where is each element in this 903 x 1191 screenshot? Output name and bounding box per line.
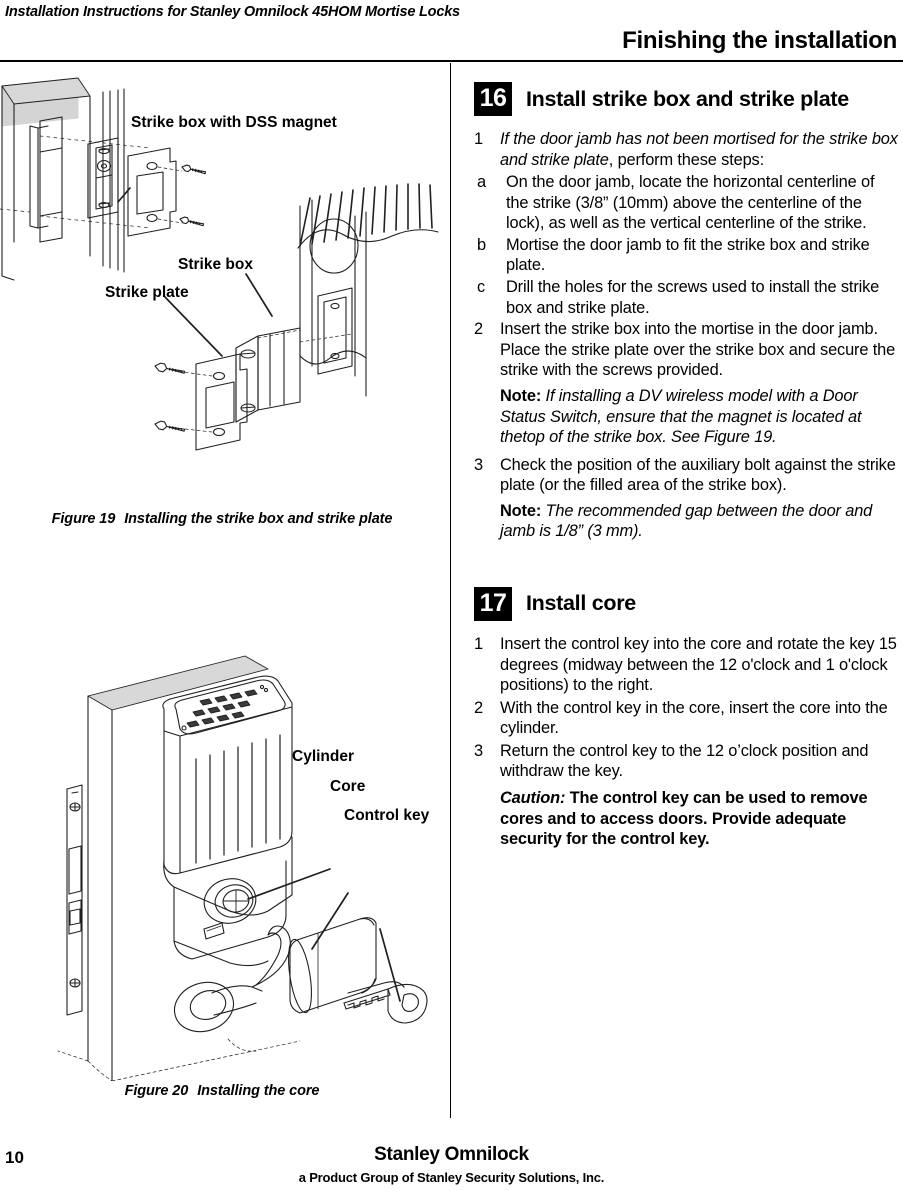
step-item: 3 Return the control key to the 12 o’clo… bbox=[474, 741, 899, 782]
section-16-number-badge: 16 bbox=[474, 82, 512, 116]
caution-text: The control key can be used to remove co… bbox=[500, 789, 868, 849]
step-text: Insert the control key into the core and… bbox=[500, 634, 897, 695]
substep-text: Drill the holes for the screws used to i… bbox=[506, 278, 880, 317]
instructions-column: 16 Install strike box and strike plate 1… bbox=[474, 82, 899, 850]
figure-19-label-0: Strike box with DSS magnet bbox=[131, 114, 337, 131]
note-label: Note: bbox=[500, 501, 542, 520]
figure-19-illustration: Strike box with DSS magnet Strike box St… bbox=[0, 77, 439, 451]
caution-label: Caution: bbox=[500, 789, 566, 808]
figure-19: Strike box with DSS magnet Strike box St… bbox=[0, 66, 444, 536]
step-text: Insert the strike box into the mortise i… bbox=[500, 320, 896, 380]
figure-20-caption: Figure 20 Installing the core bbox=[0, 1083, 444, 1099]
figure-19-caption-number: Figure 19 bbox=[51, 511, 116, 527]
page-title: Finishing the installation bbox=[622, 27, 897, 54]
substep-marker: c bbox=[477, 278, 486, 297]
section-17-header: 17 Install core bbox=[474, 586, 899, 621]
step-text: With the control key in the core, insert… bbox=[500, 698, 888, 738]
footer-subtitle: a Product Group of Stanley Security Solu… bbox=[298, 1170, 605, 1185]
figure-19-label-1: Strike box bbox=[178, 256, 253, 273]
figure-20-illustration: Cylinder Core Control key bbox=[57, 655, 430, 1081]
step-text: Check the position of the auxiliary bolt… bbox=[500, 455, 896, 495]
substep-item: c Drill the holes for the screws used to… bbox=[474, 277, 899, 318]
section-17-number-badge: 17 bbox=[474, 586, 512, 621]
step-item: 3 Check the position of the auxiliary bo… bbox=[474, 455, 899, 496]
step-marker: 1 bbox=[474, 130, 483, 148]
substep-marker: a bbox=[477, 173, 486, 192]
section-17-steps: 1 Insert the control key into the core a… bbox=[474, 634, 899, 850]
section-16-heading: Install strike box and strike plate bbox=[526, 86, 849, 111]
note-label: Note: bbox=[500, 386, 542, 405]
step-marker: 2 bbox=[474, 320, 483, 339]
step-marker: 2 bbox=[474, 698, 483, 717]
substep-text: On the door jamb, locate the horizontal … bbox=[506, 173, 875, 233]
section-16-substeps: a On the door jamb, locate the horizonta… bbox=[474, 172, 899, 318]
figure-20-caption-number: Figure 20 bbox=[124, 1083, 189, 1099]
caution-block: Caution: The control key can be used to … bbox=[474, 788, 899, 850]
column-divider bbox=[450, 63, 451, 1118]
substep-marker: b bbox=[477, 235, 486, 254]
figure-19-caption-text: Installing the strike box and strike pla… bbox=[124, 511, 393, 527]
note-block: Note: If installing a DV wireless model … bbox=[474, 386, 899, 448]
header-rule bbox=[0, 60, 903, 62]
substep-item: a On the door jamb, locate the horizonta… bbox=[474, 172, 899, 234]
figure-20-label-1: Core bbox=[330, 778, 366, 795]
section-17-heading: Install core bbox=[526, 591, 636, 616]
note-block: Note: The recommended gap between the do… bbox=[474, 501, 899, 542]
step-item: 1 Insert the control key into the core a… bbox=[474, 634, 899, 696]
footer-brand: Stanley Omnilock bbox=[374, 1144, 529, 1165]
note-text: If installing a DV wireless model with a… bbox=[500, 386, 862, 447]
step-item: 1 If the door jamb has not been mortised… bbox=[474, 129, 899, 170]
section-spacer bbox=[474, 549, 899, 587]
running-head: Installation Instructions for Stanley Om… bbox=[5, 4, 460, 20]
step-item: 2 Insert the strike box into the mortise… bbox=[474, 319, 899, 381]
figure-20-label-2: Control key bbox=[344, 807, 430, 824]
substep-item: b Mortise the door jamb to fit the strik… bbox=[474, 235, 899, 276]
page-number: 10 bbox=[5, 1148, 24, 1167]
figure-19-caption: Figure 19 Installing the strike box and s… bbox=[0, 511, 444, 527]
step-text: Return the control key to the 12 o’clock… bbox=[500, 741, 869, 781]
step-text: , perform these steps: bbox=[608, 150, 764, 169]
figure-20: Cylinder Core Control key Figure 20 Insta… bbox=[0, 611, 444, 1116]
figure-20-caption-text: Installing the core bbox=[197, 1083, 320, 1099]
note-text: The recommended gap between the door and… bbox=[500, 501, 873, 541]
section-16-header: 16 Install strike box and strike plate bbox=[474, 82, 899, 116]
figure-20-label-0: Cylinder bbox=[292, 748, 354, 765]
section-16-steps: 1 If the door jamb has not been mortised… bbox=[474, 129, 899, 542]
step-item: 2 With the control key in the core, inse… bbox=[474, 698, 899, 739]
step-marker: 3 bbox=[474, 741, 483, 760]
step-marker: 3 bbox=[474, 455, 483, 474]
figure-19-label-2: Strike plate bbox=[105, 284, 189, 301]
substep-text: Mortise the door jamb to fit the strike … bbox=[506, 235, 870, 275]
step-marker: 1 bbox=[474, 634, 483, 653]
figures-column: Strike box with DSS magnet Strike box St… bbox=[0, 66, 444, 1116]
step-lead-italic: If the door jamb has not been mortised f… bbox=[500, 130, 898, 169]
